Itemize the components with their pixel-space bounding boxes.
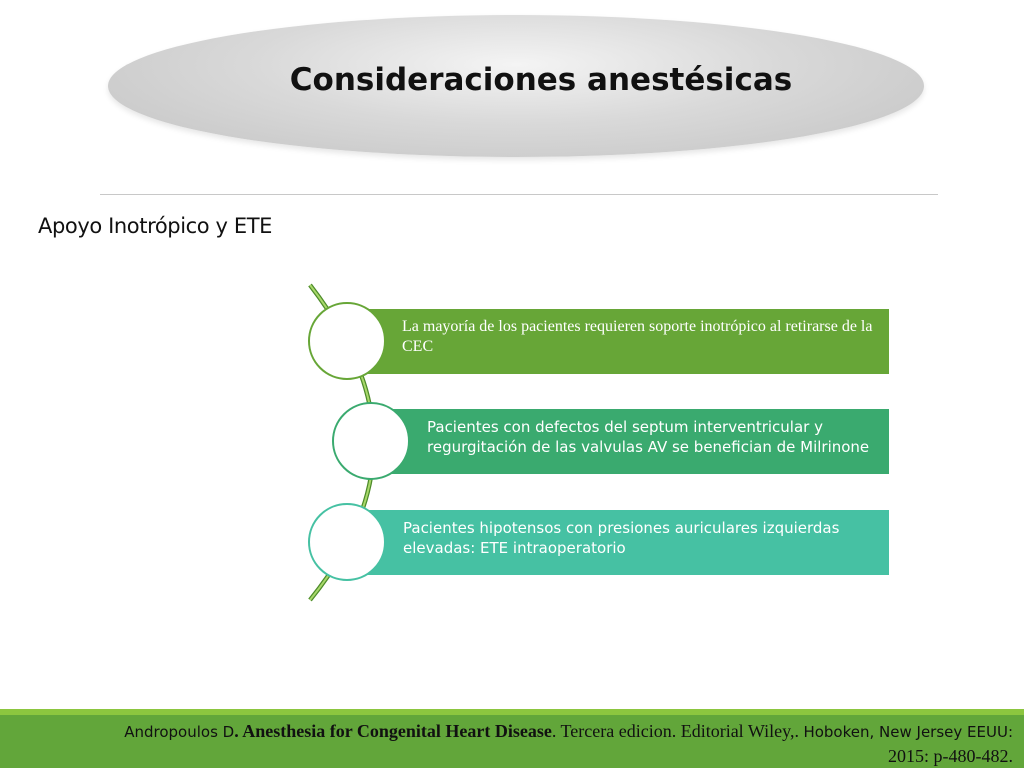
title-divider [100,194,938,195]
reference-author: Andropoulos D [124,723,235,741]
reference-pages: 2015: p-480-482. [888,746,1013,766]
list-item-3: Pacientes hipotensos con presiones auric… [348,510,889,575]
title-ellipse [108,15,924,157]
list-item-1: La mayoría de los pacientes requieren so… [348,309,889,374]
reference-place: Hoboken, New Jersey EEUU: [803,723,1013,741]
list-item-2-text: Pacientes con defectos del septum interv… [427,417,870,456]
footer-bar: Andropoulos D. Anesthesia for Congenital… [0,715,1024,768]
list-item-2-circle [332,402,410,480]
reference-citation: Andropoulos D. Anesthesia for Congenital… [13,719,1013,769]
list-item-1-circle [308,302,386,380]
list-item-1-text: La mayoría de los pacientes requieren so… [402,317,873,355]
slide-subtitle: Apoyo Inotrópico y ETE [38,214,273,238]
list-item-3-circle [308,503,386,581]
footer-stripe [0,709,1024,715]
slide-title: Consideraciones anestésicas [289,62,793,98]
list-item-3-text: Pacientes hipotensos con presiones auric… [403,518,840,557]
reference-publisher: . Tercera edicion. Editorial Wiley,. [551,721,804,741]
reference-book-title: . Anesthesia for Congenital Heart Diseas… [234,721,552,741]
list-item-2: Pacientes con defectos del septum interv… [372,409,889,474]
